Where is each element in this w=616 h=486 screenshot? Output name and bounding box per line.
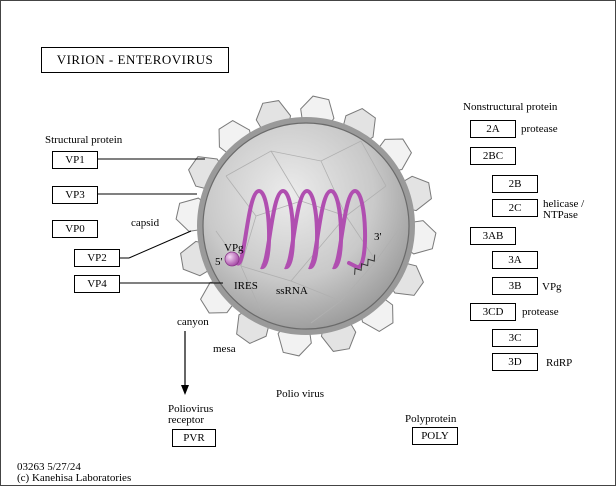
gene-box-poly[interactable]: POLY xyxy=(412,427,458,445)
copyright-credit: (c) Kanehisa Laboratories xyxy=(17,472,132,484)
ssrna-label: ssRNA xyxy=(276,285,308,297)
gene-box-vp4[interactable]: VP4 xyxy=(74,275,120,293)
arrow-head-icon xyxy=(181,385,189,395)
virus-caption: Polio virus xyxy=(276,388,324,400)
gene-box-vp1[interactable]: VP1 xyxy=(52,151,98,169)
capsid-ring xyxy=(197,117,415,335)
vpg-ball-icon xyxy=(224,251,240,267)
gene-box-3b[interactable]: 3B xyxy=(492,277,538,295)
five-prime-label: 5' xyxy=(215,256,223,268)
gene-box-vp0[interactable]: VP0 xyxy=(52,220,98,238)
gene-box-2a[interactable]: 2A xyxy=(470,120,516,138)
ires-label: IRES xyxy=(234,280,258,292)
gene-box-2b[interactable]: 2B xyxy=(492,175,538,193)
gene-box-vp2[interactable]: VP2 xyxy=(74,249,120,267)
gene-box-3c[interactable]: 3C xyxy=(492,329,538,347)
receptor-label-line1: Poliovirus xyxy=(168,403,214,415)
gene-box-3d[interactable]: 3D xyxy=(492,353,538,371)
gene-box-3ab[interactable]: 3AB xyxy=(470,227,516,245)
poly-a-tail xyxy=(354,254,376,275)
gene-box-3cd[interactable]: 3CD xyxy=(470,303,516,321)
rna-genome xyxy=(235,188,368,270)
polyprotein-label: Polyprotein xyxy=(405,413,457,425)
note-protease-3cd: protease xyxy=(522,306,559,318)
mesa-label: mesa xyxy=(213,343,236,355)
note-rdrp: RdRP xyxy=(546,357,573,369)
connector-lines xyxy=(97,158,223,284)
nonstructural-protein-heading: Nonstructural protein xyxy=(463,101,558,113)
capsid-label: capsid xyxy=(131,217,160,229)
receptor-label-line2: receptor xyxy=(168,414,205,426)
note-ntpase: NTPase xyxy=(543,209,578,221)
note-protease-2a: protease xyxy=(521,123,558,135)
gene-box-2c[interactable]: 2C xyxy=(492,199,538,217)
vpg-label: VPg xyxy=(224,242,244,254)
gene-box-3a[interactable]: 3A xyxy=(492,251,538,269)
note-vpg: VPg xyxy=(542,281,562,293)
virion-core xyxy=(202,122,410,330)
gene-box-2bc[interactable]: 2BC xyxy=(470,147,516,165)
canyon-label: canyon xyxy=(177,316,209,328)
diagram-code: 03263 5/27/24 xyxy=(17,461,81,473)
three-prime-label: 3' xyxy=(374,231,382,243)
note-helicase: helicase / xyxy=(543,198,585,210)
structural-protein-heading: Structural protein xyxy=(45,134,123,146)
diagram-title: VIRION - ENTEROVIRUS xyxy=(41,47,229,73)
gene-box-vp3[interactable]: VP3 xyxy=(52,186,98,204)
gene-box-pvr[interactable]: PVR xyxy=(172,429,216,447)
